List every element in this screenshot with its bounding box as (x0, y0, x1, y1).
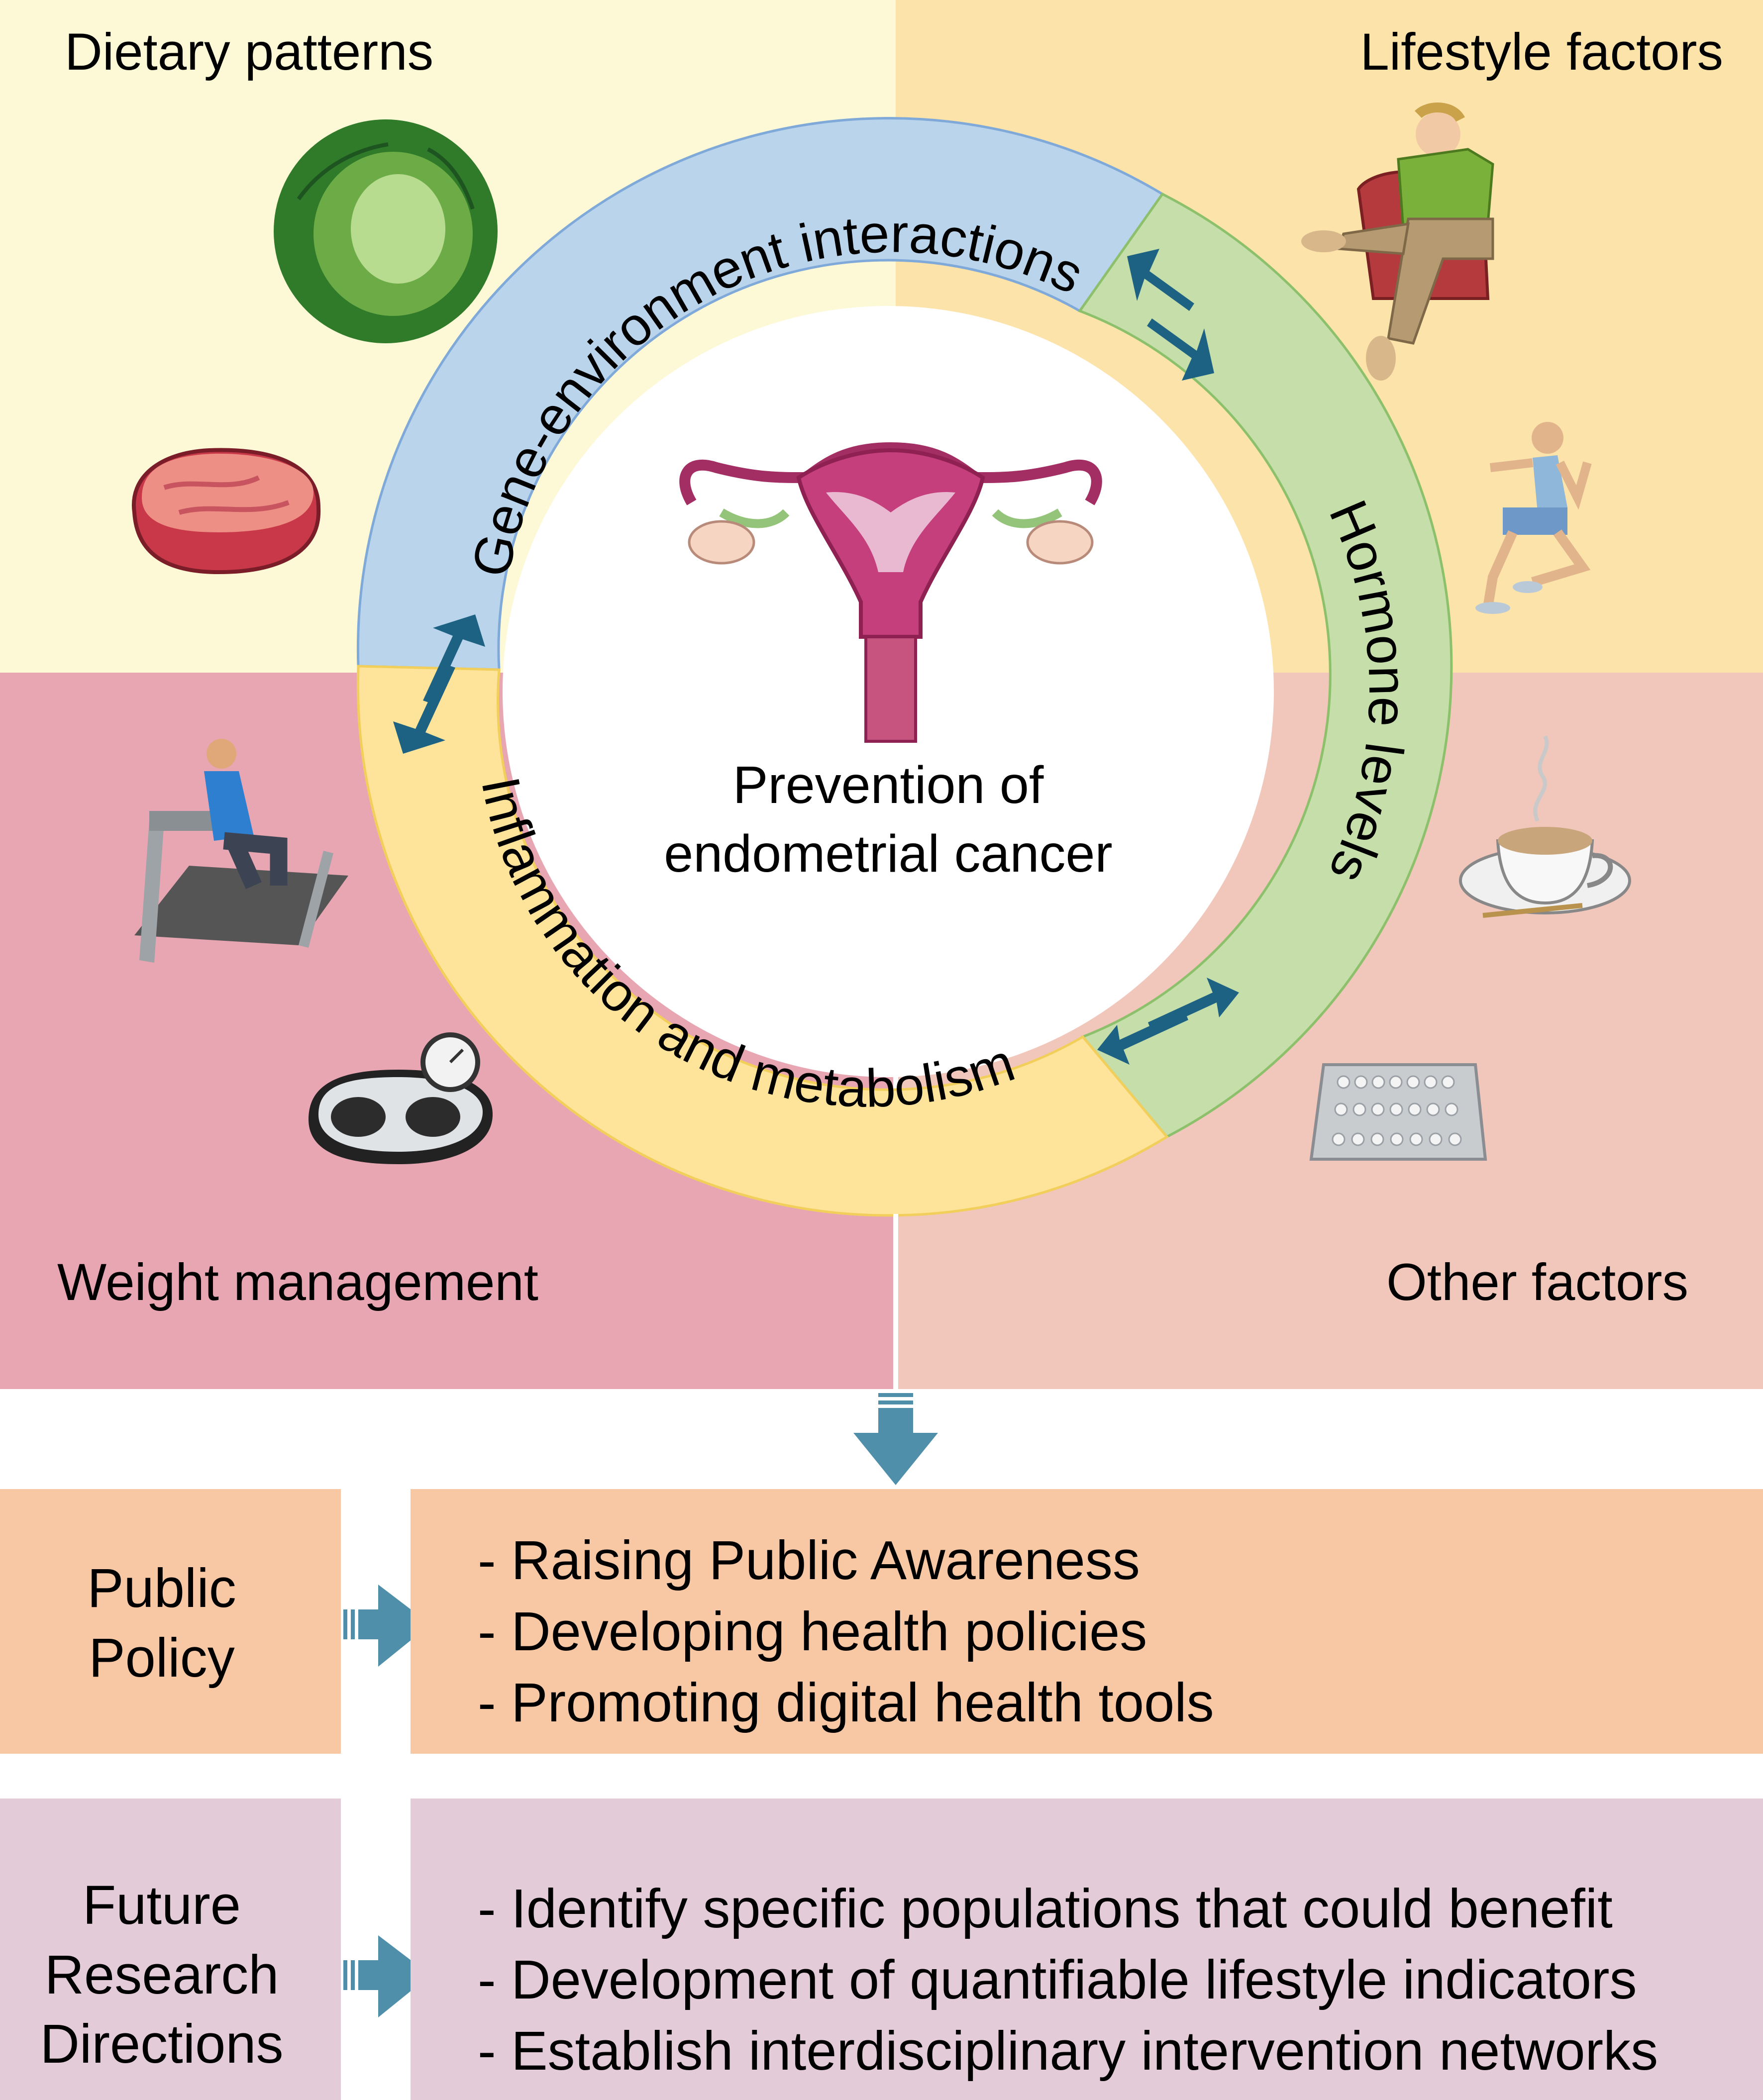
right-arrow-policy-icon (343, 1585, 430, 1667)
label-lifestyle-factors: Lifestyle factors (1360, 23, 1723, 81)
public-policy-item: - Raising Public Awareness (478, 1530, 1140, 1591)
coffee-cup-icon (1459, 735, 1631, 918)
down-arrow-icon (853, 1393, 938, 1485)
public-policy-label-box: Public Policy (0, 1489, 341, 1754)
future-research-items-box: - Identify specific populations that cou… (411, 1799, 1763, 2100)
label-dietary-patterns: Dietary patterns (65, 23, 434, 81)
future-research-label-line2: Research (44, 1944, 279, 2005)
treadmill-icon (134, 739, 348, 963)
public-policy-label-line1: Public (87, 1558, 236, 1619)
sitting-man-icon (1301, 102, 1494, 381)
future-research-label-line1: Future (83, 1875, 241, 1936)
future-research-item: - Identify specific populations that cou… (478, 1878, 1613, 1939)
future-research-label-line3: Directions (40, 2013, 284, 2075)
public-policy-label: Public Policy (0, 1554, 323, 1693)
future-research-label-box: Future Research Directions (0, 1799, 341, 2100)
ring-segment-gene-environment (356, 117, 1164, 671)
double-arrow-top-right-icon (1127, 249, 1214, 381)
center-title: Prevention of endometrial cancer (590, 751, 1187, 889)
public-policy-items: - Raising Public Awareness - Developing … (478, 1525, 1214, 1738)
future-research-items: - Identify specific populations that cou… (478, 1873, 1658, 2087)
right-arrow-research-icon (343, 1935, 430, 2017)
future-research-item: - Development of quantifiable lifestyle … (478, 1949, 1637, 2010)
uterus-icon (679, 442, 1102, 743)
meat-icon (131, 448, 321, 575)
future-research-item: - Establish interdisciplinary interventi… (478, 2020, 1659, 2082)
cabbage-icon (274, 119, 498, 343)
center-title-line1: Prevention of (732, 756, 1044, 814)
ring-segment-inflammation (356, 665, 1169, 1217)
pill-pack-icon (1309, 1063, 1487, 1161)
ring-segment-hormone-levels (1078, 192, 1453, 1139)
public-policy-item: - Developing health policies (478, 1601, 1147, 1662)
double-arrow-bottom-right-icon (1097, 978, 1239, 1065)
label-other-factors: Other factors (1386, 1253, 1688, 1311)
future-research-label: Future Research Directions (0, 1871, 323, 2079)
public-policy-item: - Promoting digital health tools (478, 1672, 1214, 1733)
double-arrow-left-icon (393, 614, 485, 754)
public-policy-label-line2: Policy (89, 1627, 235, 1689)
runner-icon (1475, 422, 1592, 614)
public-policy-items-box: - Raising Public Awareness - Developing … (411, 1489, 1763, 1754)
label-weight-management: Weight management (57, 1253, 538, 1311)
center-title-line2: endometrial cancer (664, 824, 1113, 883)
scale-icon (309, 1032, 493, 1164)
